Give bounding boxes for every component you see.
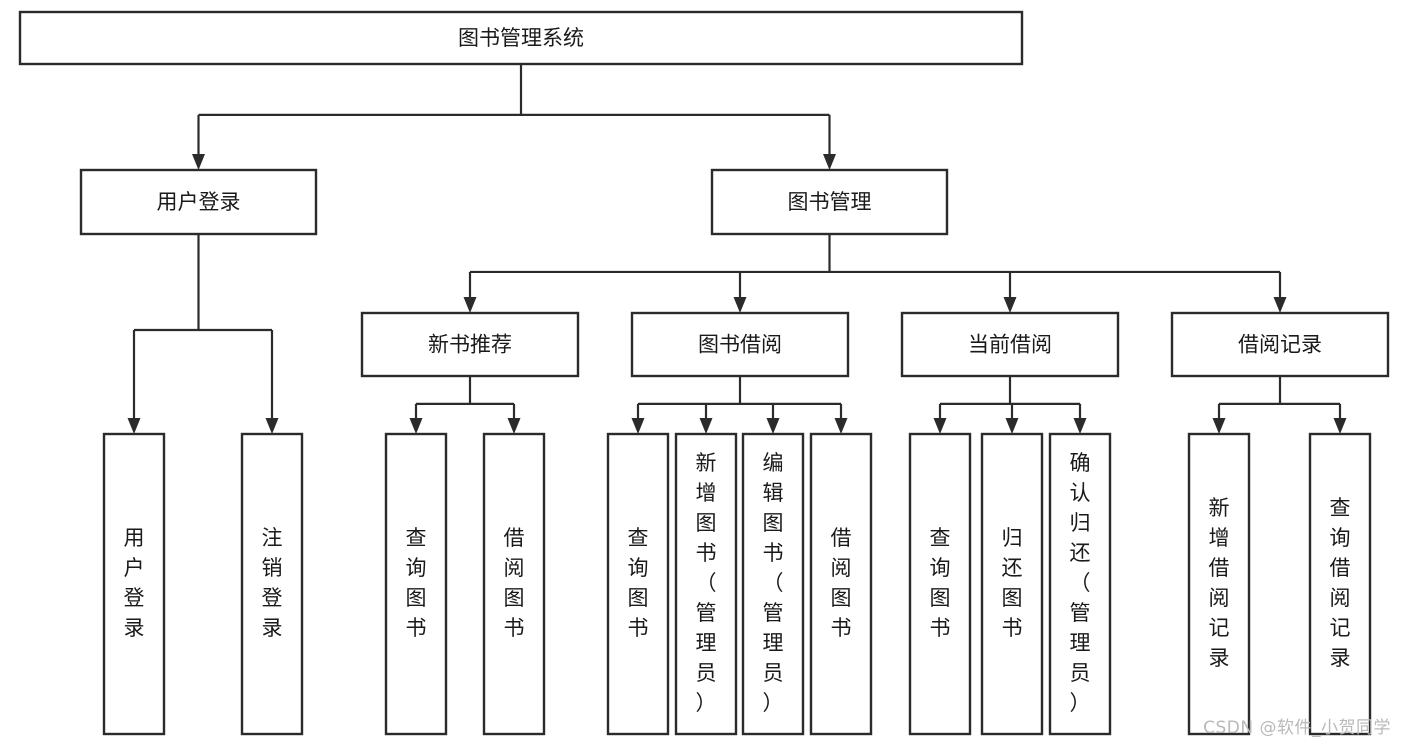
node-box[interactable] [710, 168, 949, 236]
node-root[interactable]: 图书管理系统 [18, 10, 1024, 66]
connector-group [933, 376, 1087, 434]
node-box[interactable] [1187, 432, 1251, 736]
node-leaf_7[interactable]: 编辑图书（管理员） [741, 432, 805, 736]
node-box[interactable] [384, 432, 448, 736]
arrow-head-icon [265, 418, 279, 434]
node-label: 图书管理系统 [458, 26, 584, 50]
arrow-head-icon [1212, 418, 1226, 434]
arrow-head-icon [1273, 297, 1287, 313]
node-leaf_12[interactable]: 新增借阅记录 [1187, 432, 1251, 736]
node-label: 当前借阅 [968, 333, 1052, 357]
node-label: 新书推荐 [428, 333, 512, 357]
node-box[interactable] [630, 311, 850, 378]
node-label: 归还图书 [1002, 526, 1023, 640]
connector-group [409, 376, 521, 434]
connector-group [1212, 376, 1347, 434]
arrow-head-icon [823, 154, 836, 170]
node-layer: 图书管理系统用户登录图书管理新书推荐图书借阅当前借阅借阅记录用户登录注销登录查询… [18, 10, 1390, 736]
node-label: 注销登录 [262, 526, 283, 640]
node-box[interactable] [18, 10, 1024, 66]
arrow-head-icon [463, 297, 477, 313]
node-leaf_13[interactable]: 查询借阅记录 [1308, 432, 1372, 736]
arrow-head-icon [699, 418, 713, 434]
arrow-head-icon [933, 418, 947, 434]
connector-layer [127, 64, 1347, 434]
node-label: 新增图书（管理员） [696, 451, 717, 715]
node-box[interactable] [240, 432, 304, 736]
arrow-head-icon [409, 418, 423, 434]
node-label: 借阅记录 [1238, 333, 1322, 357]
node-box[interactable] [102, 432, 166, 736]
arrow-head-icon [1005, 418, 1019, 434]
arrow-head-icon [192, 154, 205, 170]
node-box[interactable] [360, 311, 580, 378]
connector-group [463, 234, 1287, 313]
node-label: 借阅图书 [831, 526, 852, 640]
node-leaf_3[interactable]: 查询图书 [384, 432, 448, 736]
node-box[interactable] [1308, 432, 1372, 736]
node-label: 新增借阅记录 [1209, 496, 1230, 670]
node-label: 图书管理 [788, 190, 872, 214]
arrow-head-icon [507, 418, 521, 434]
node-leaf_5[interactable]: 查询图书 [606, 432, 670, 736]
node-label: 查询图书 [930, 526, 951, 640]
node-leaf_4[interactable]: 借阅图书 [482, 432, 546, 736]
node-box[interactable] [1048, 432, 1112, 736]
arrow-head-icon [733, 297, 747, 313]
node-box[interactable] [79, 168, 318, 236]
node-label: 用户登录 [157, 190, 241, 214]
node-leaf_9[interactable]: 查询图书 [908, 432, 972, 736]
node-leaf_8[interactable]: 借阅图书 [809, 432, 873, 736]
node-leaf_10[interactable]: 归还图书 [980, 432, 1044, 736]
node-label: 图书借阅 [698, 333, 782, 357]
node-leaf_11[interactable]: 确认归还（管理员） [1048, 432, 1112, 736]
node-box[interactable] [809, 432, 873, 736]
node-leaf_6[interactable]: 新增图书（管理员） [674, 432, 738, 736]
node-l2_1[interactable]: 用户登录 [79, 168, 318, 236]
arrow-head-icon [1003, 297, 1017, 313]
node-label: 借阅图书 [504, 526, 525, 640]
node-box[interactable] [908, 432, 972, 736]
node-label: 查询图书 [628, 526, 649, 640]
node-label: 用户登录 [124, 526, 145, 640]
connector-group [192, 64, 836, 170]
arrow-head-icon [631, 418, 645, 434]
node-box[interactable] [674, 432, 738, 736]
arrow-head-icon [834, 418, 848, 434]
connector-group [127, 234, 279, 434]
arrow-head-icon [1073, 418, 1087, 434]
node-label: 确认归还（管理员） [1070, 451, 1091, 715]
node-l3_1[interactable]: 新书推荐 [360, 311, 580, 378]
node-l2_2[interactable]: 图书管理 [710, 168, 949, 236]
node-box[interactable] [900, 311, 1120, 378]
node-leaf_1[interactable]: 用户登录 [102, 432, 166, 736]
connector-group [631, 376, 848, 434]
node-label: 查询借阅记录 [1330, 496, 1351, 670]
node-box[interactable] [980, 432, 1044, 736]
node-box[interactable] [606, 432, 670, 736]
arrow-head-icon [766, 418, 780, 434]
node-label: 编辑图书（管理员） [763, 451, 784, 715]
arrow-head-icon [1333, 418, 1347, 434]
node-l3_4[interactable]: 借阅记录 [1170, 311, 1390, 378]
node-box[interactable] [1170, 311, 1390, 378]
node-leaf_2[interactable]: 注销登录 [240, 432, 304, 736]
node-l3_2[interactable]: 图书借阅 [630, 311, 850, 378]
node-l3_3[interactable]: 当前借阅 [900, 311, 1120, 378]
node-box[interactable] [482, 432, 546, 736]
node-label: 查询图书 [406, 526, 427, 640]
node-box[interactable] [741, 432, 805, 736]
arrow-head-icon [127, 418, 141, 434]
